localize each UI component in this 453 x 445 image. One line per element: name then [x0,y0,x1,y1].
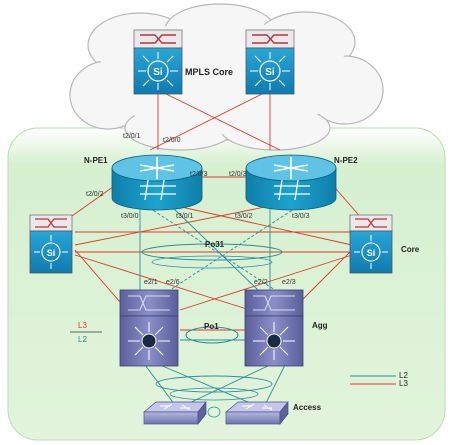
access-switch-left [143,401,207,425]
port-npe1-t2-0-0: t2/0/0 [163,137,181,144]
mpls-core-switch-right: Si [245,29,295,95]
agg-switch-right [244,289,304,367]
po1-bundle [185,326,239,344]
n-pe1-label: N-PE1 [84,156,108,165]
mpls-core-switch-left: Si [133,29,183,95]
access-bundle [155,375,273,393]
po1-label: Po1 [204,322,219,331]
port-agg1-e2-1: e2/1 [144,279,158,286]
port-npe2-t3-0-3: t3/0/3 [292,213,310,220]
access-switch-right [225,401,289,425]
svg-text:Si: Si [47,248,56,258]
agg-switch-left [119,289,179,367]
access-label: Access [293,403,322,412]
core-switch-right: Si [349,214,393,274]
agg-label: Agg [312,321,328,330]
legend-left-l2: L2 [78,335,87,344]
port-npe1-t3-0-1: t3/0/1 [176,213,194,220]
port-agg1-e2-6: e2/6 [166,279,180,286]
po31-label: Po31 [205,240,225,249]
legend-right-l3: L3 [399,379,408,388]
port-npe1-t2-0-1: t2/0/1 [123,133,141,140]
po31-bundle [141,243,283,261]
svg-text:Si: Si [153,67,163,78]
port-agg2-e2-2: e2/2 [254,279,268,286]
svg-text:Si: Si [367,248,376,258]
port-agg2-e2-3: e2/3 [282,279,296,286]
legend-left-l3: L3 [78,321,87,330]
core-switch-left: Si [29,214,73,274]
n-pe2-label: N-PE2 [334,156,358,165]
port-npe1-t2-0-3: t2/0/3 [190,171,208,178]
mpls-core-label: MPLS Core [185,67,234,77]
l2-links [139,204,301,406]
port-npe1-t2-0-2: t2/0/2 [86,191,104,198]
legend-right-l2: L2 [399,371,408,380]
port-npe1-t3-0-0: t3/0/0 [121,213,139,220]
n-pe1-router [111,154,203,211]
port-npe2-t3-0-2: t3/0/2 [235,213,253,220]
core-label: Core [401,245,420,254]
port-npe2-t2-0-3: t2/0/3 [229,171,247,178]
n-pe2-router [245,154,337,211]
svg-text:Si: Si [265,67,275,78]
